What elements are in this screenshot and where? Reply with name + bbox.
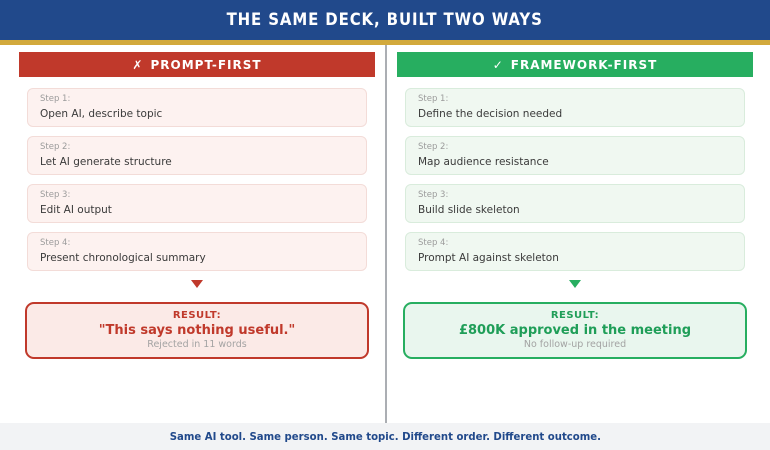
step-card: Step 2: Let AI generate structure (27, 136, 367, 175)
step-card: Step 3: Build slide skeleton (405, 184, 745, 223)
step-text: Open AI, describe topic (40, 108, 163, 120)
step-card: Step 4: Prompt AI against skeleton (405, 232, 745, 271)
column-title: PROMPT-FIRST (150, 57, 262, 72)
down-arrow-icon (191, 280, 203, 288)
step-label: Step 2: (418, 142, 449, 152)
framework-first-header: ✓ FRAMEWORK-FIRST (397, 52, 753, 77)
prompt-first-result-box: RESULT: "This says nothing useful." Reje… (25, 302, 369, 359)
result-label: RESULT: (172, 310, 222, 321)
page-title: THE SAME DECK, BUILT TWO WAYS (226, 10, 544, 30)
result-subtext: No follow-up required (523, 339, 627, 350)
step-text: Prompt AI against skeleton (418, 252, 559, 264)
result-subtext: Rejected in 11 words (147, 339, 247, 350)
column-title: FRAMEWORK-FIRST (510, 57, 658, 72)
result-text: "This says nothing useful." (98, 323, 296, 338)
framework-first-steps: Step 1: Define the decision needed Step … (397, 88, 753, 271)
step-card: Step 3: Edit AI output (27, 184, 367, 223)
step-text: Build slide skeleton (418, 204, 520, 216)
step-text: Present chronological summary (40, 252, 206, 264)
down-arrow-icon (569, 280, 581, 288)
result-text: £800K approved in the meeting (458, 323, 692, 338)
step-card: Step 2: Map audience resistance (405, 136, 745, 175)
x-icon: ✗ (132, 57, 143, 72)
prompt-first-steps: Step 1: Open AI, describe topic Step 2: … (19, 88, 375, 271)
footer-bar: Same AI tool. Same person. Same topic. D… (0, 423, 770, 450)
footer-text: Same AI tool. Same person. Same topic. D… (169, 430, 601, 443)
step-text: Edit AI output (40, 204, 112, 216)
step-text: Let AI generate structure (40, 156, 172, 168)
step-card: Step 1: Define the decision needed (405, 88, 745, 127)
step-label: Step 1: (40, 94, 71, 104)
result-label: RESULT: (550, 310, 600, 321)
check-icon: ✓ (492, 57, 503, 72)
column-divider (385, 45, 387, 423)
step-card: Step 4: Present chronological summary (27, 232, 367, 271)
gold-accent-bar (0, 40, 770, 45)
step-text: Map audience resistance (418, 156, 549, 168)
step-label: Step 1: (418, 94, 449, 104)
title-bar: THE SAME DECK, BUILT TWO WAYS (0, 0, 770, 40)
step-text: Define the decision needed (418, 108, 563, 120)
column-framework-first: ✓ FRAMEWORK-FIRST Step 1: Define the dec… (397, 52, 753, 359)
step-label: Step 4: (418, 238, 449, 248)
step-label: Step 4: (40, 238, 71, 248)
step-label: Step 2: (40, 142, 71, 152)
step-card: Step 1: Open AI, describe topic (27, 88, 367, 127)
step-label: Step 3: (40, 190, 71, 200)
framework-first-result-box: RESULT: £800K approved in the meeting No… (403, 302, 747, 359)
column-prompt-first: ✗ PROMPT-FIRST Step 1: Open AI, describe… (19, 52, 375, 359)
prompt-first-header: ✗ PROMPT-FIRST (19, 52, 375, 77)
step-label: Step 3: (418, 190, 449, 200)
